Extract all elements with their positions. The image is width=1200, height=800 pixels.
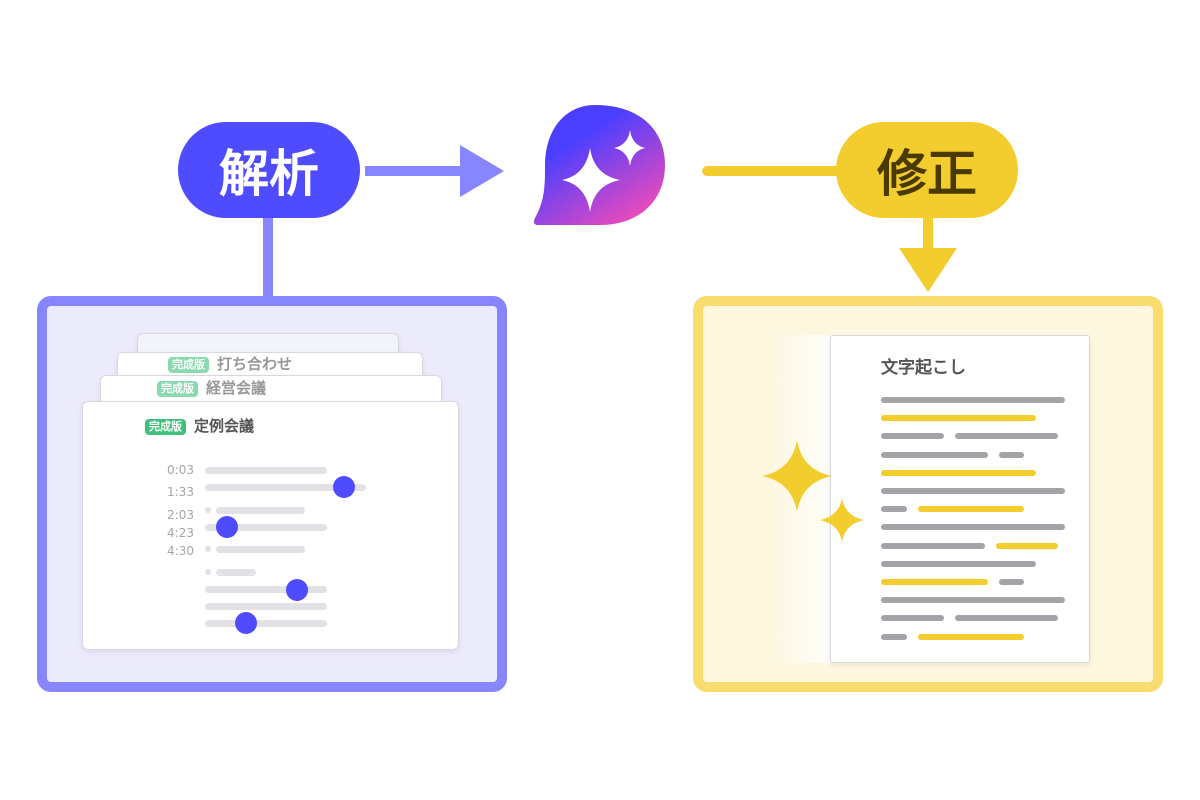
text-line — [999, 579, 1024, 585]
text-line — [881, 542, 985, 549]
arrow-head-icon — [460, 145, 504, 197]
highlighted-text-line — [881, 415, 1036, 422]
ai-sparkle-logo-icon — [534, 105, 665, 225]
waveform-bar — [205, 620, 327, 627]
arrow-line — [923, 215, 933, 250]
waveform-bar — [205, 467, 327, 474]
status-badge: 完成版 — [157, 380, 198, 397]
highlighted-text-line — [881, 579, 988, 585]
playhead-marker — [235, 612, 257, 634]
text-line — [881, 433, 944, 440]
highlighted-text-line — [881, 469, 1036, 476]
waveform-bar — [216, 546, 305, 553]
timestamp: 2:03 — [167, 508, 194, 522]
connector-line — [702, 166, 842, 176]
text-line — [881, 451, 988, 458]
timestamp: 4:30 — [167, 544, 194, 558]
status-badge: 完成版 — [145, 418, 186, 435]
status-badge: 完成版 — [168, 356, 209, 373]
meeting-title: 打ち合わせ — [217, 355, 293, 373]
waveform-bar — [205, 586, 327, 593]
playhead-marker — [286, 579, 308, 601]
meeting-title: 経営会議 — [206, 379, 267, 397]
arrow-down-icon — [899, 248, 957, 292]
text-line — [881, 506, 907, 513]
text-line — [881, 633, 907, 640]
text-line — [955, 433, 1058, 440]
waveform-bar — [205, 484, 366, 491]
highlighted-text-line — [996, 542, 1058, 549]
highlighted-text-line — [918, 633, 1024, 640]
highlighted-text-line — [918, 506, 1024, 513]
meeting-title: 定例会議 — [194, 417, 255, 435]
transcript-document: 文字起こし — [830, 335, 1090, 663]
timestamp: 4:23 — [167, 526, 194, 540]
waveform-bar — [205, 524, 327, 531]
text-line — [955, 615, 1058, 622]
fix-pill: 修正 — [836, 122, 1018, 218]
text-line — [881, 615, 944, 622]
timestamp: 1:33 — [167, 485, 194, 499]
waveform-bar — [205, 603, 327, 610]
sparkle-icon — [762, 440, 864, 542]
playhead-marker — [216, 516, 238, 538]
text-line — [881, 597, 1065, 604]
text-line — [881, 524, 1065, 531]
dot — [205, 546, 211, 552]
text-line — [999, 451, 1024, 458]
sweep-gradient — [770, 335, 840, 663]
text-line — [881, 397, 1065, 403]
waveform-bar — [216, 507, 305, 514]
playhead-marker — [333, 476, 355, 498]
connector-line — [263, 215, 273, 300]
arrow-line — [365, 166, 465, 176]
dot — [205, 569, 211, 575]
analysis-pill: 解析 — [178, 122, 360, 218]
transcript-title: 文字起こし — [881, 358, 966, 378]
waveform-bar — [216, 569, 256, 576]
text-line — [881, 488, 1065, 494]
text-line — [881, 560, 1036, 567]
timestamp: 0:03 — [167, 463, 194, 477]
dot — [205, 507, 211, 513]
